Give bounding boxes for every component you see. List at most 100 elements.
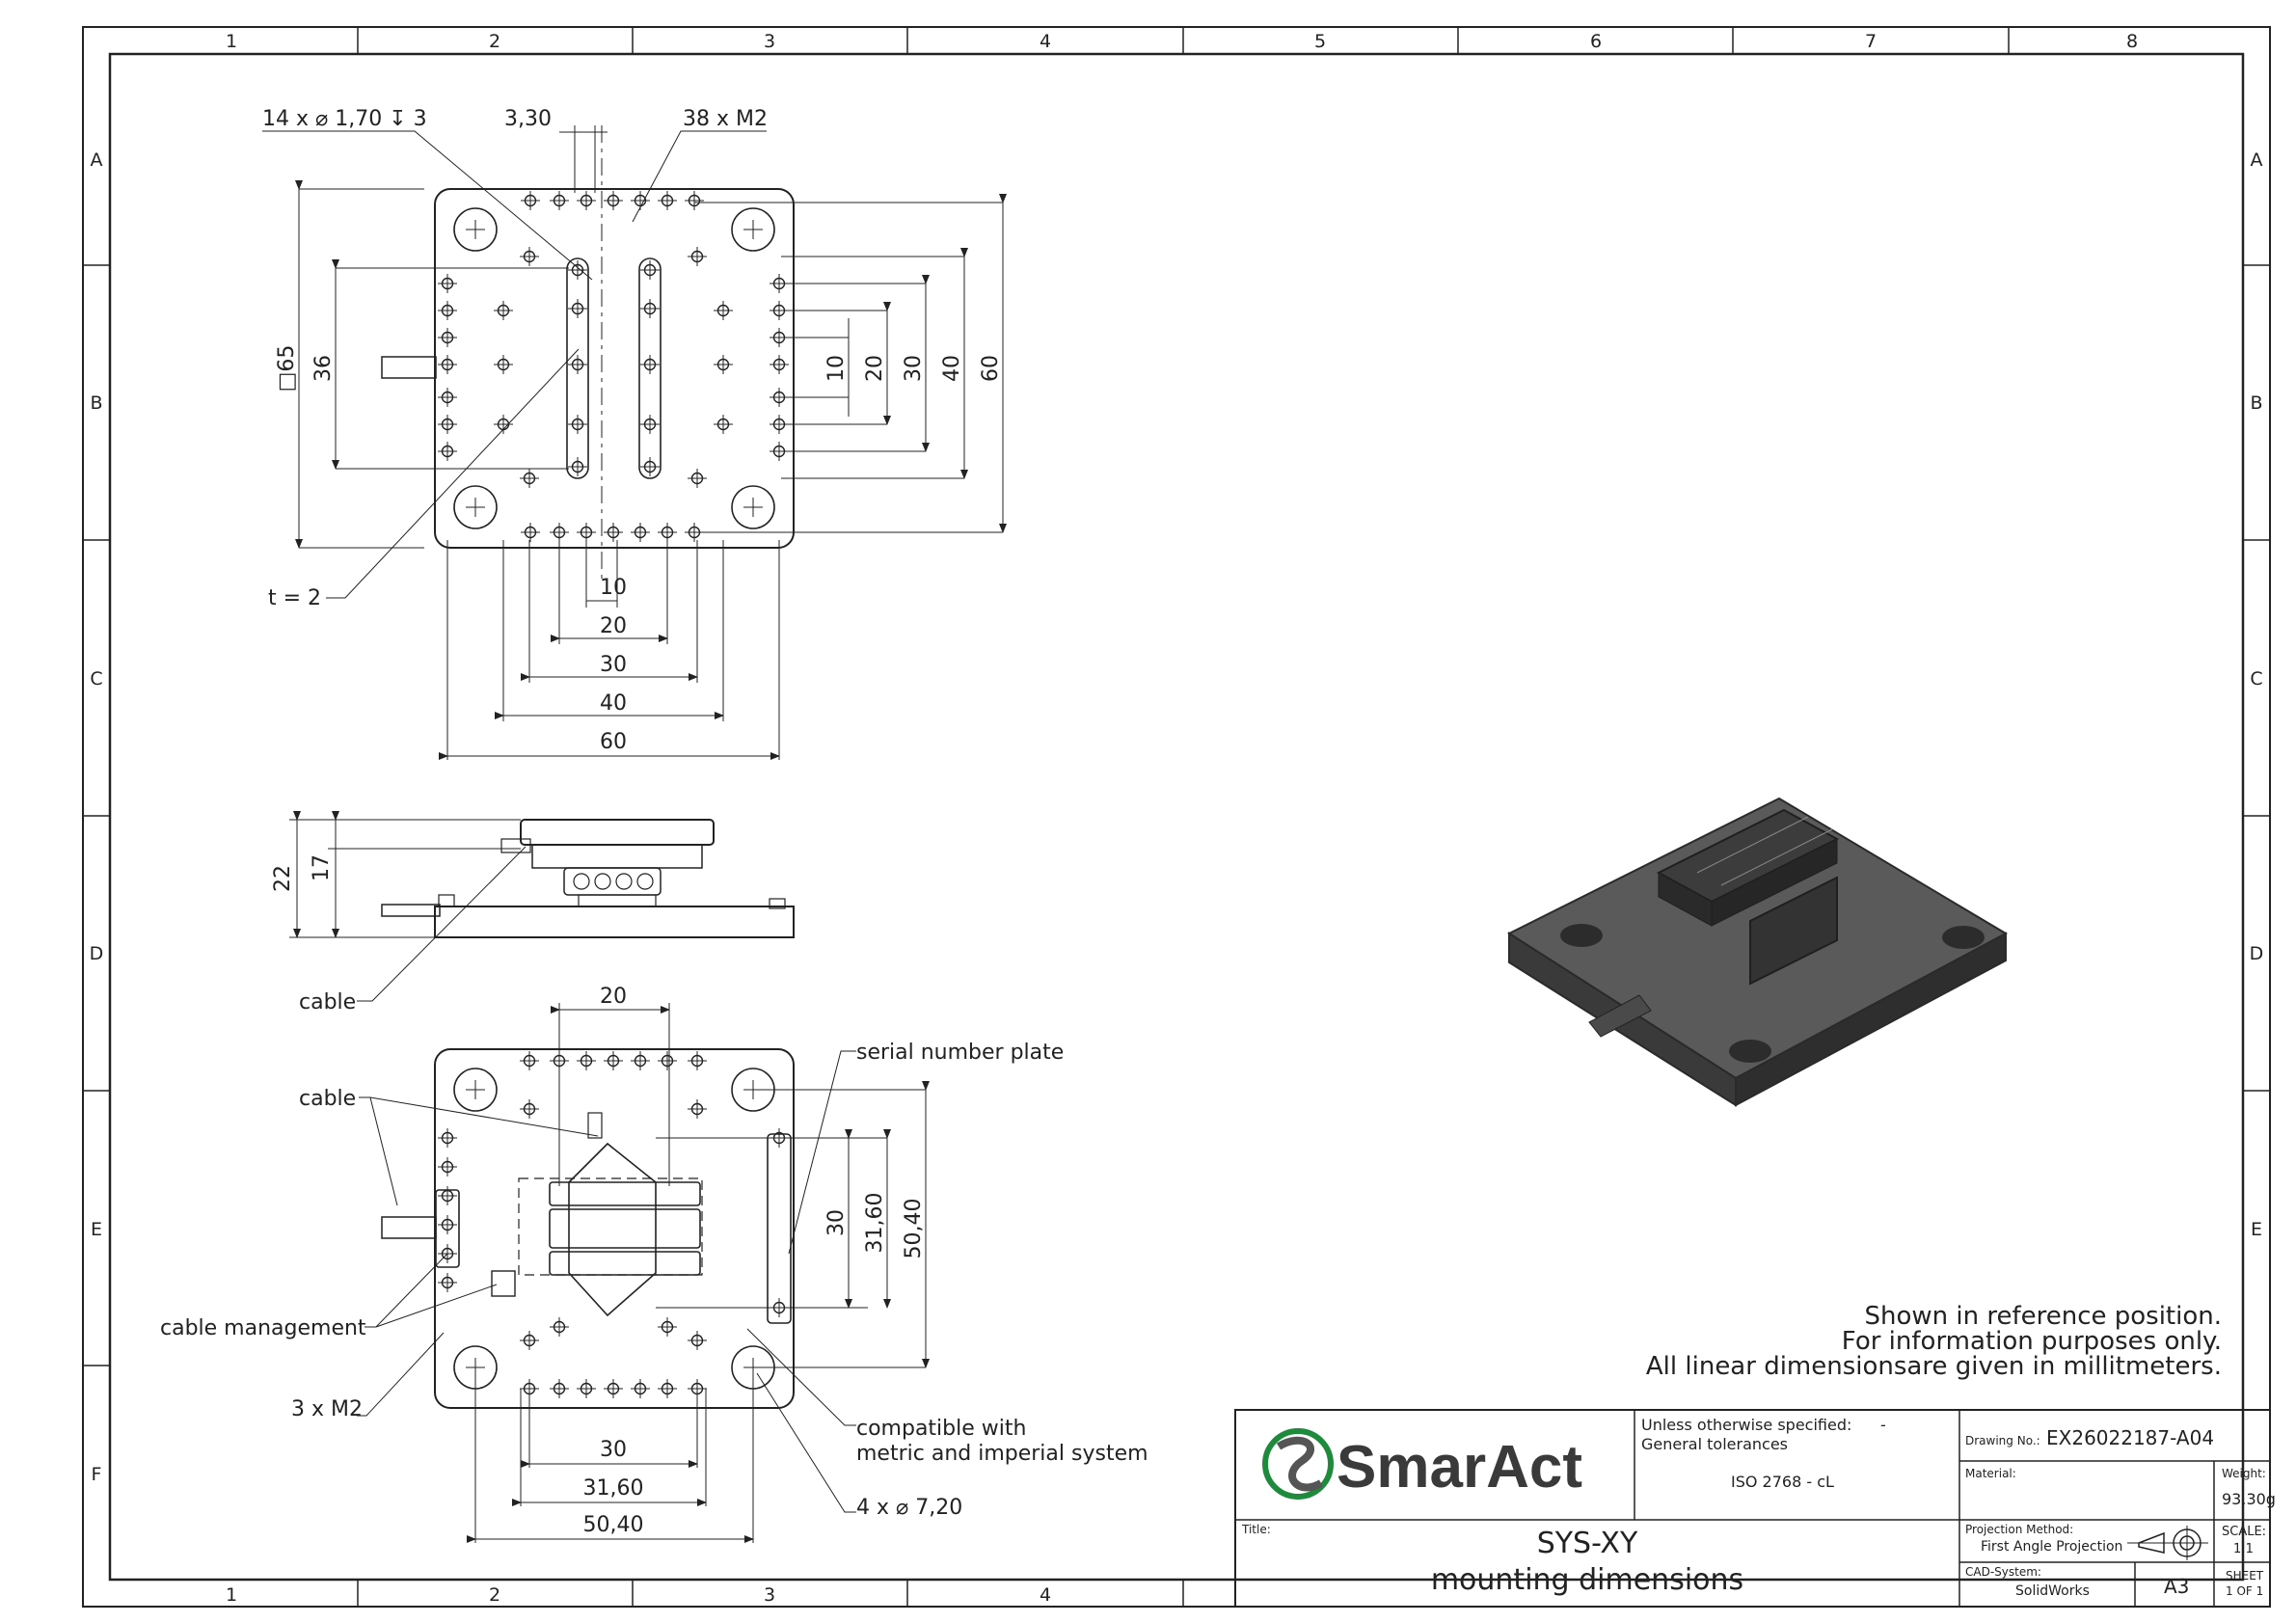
cad-label: CAD-System: xyxy=(1965,1565,2041,1579)
dim-r60: 60 xyxy=(979,355,1003,382)
col-label: 6 xyxy=(1590,31,1602,52)
threads-callout: 3 x M2 xyxy=(291,1397,363,1421)
projection-value: First Angle Projection xyxy=(1981,1539,2122,1555)
mounting-hole xyxy=(549,1316,570,1338)
column-labels-top: 1 2 3 4 5 6 7 8 xyxy=(226,31,2138,52)
mounting-hole xyxy=(687,246,708,267)
dim-b30: 30 xyxy=(600,1438,627,1462)
dim-b40: 40 xyxy=(600,691,627,716)
mounting-hole xyxy=(603,522,624,543)
dim-b5040: 50,40 xyxy=(583,1513,644,1537)
row-label: B xyxy=(2250,392,2262,414)
mounting-hole xyxy=(437,1127,458,1149)
title-label: Title: xyxy=(1241,1523,1271,1536)
mounting-hole xyxy=(437,300,458,321)
mounting-hole xyxy=(493,300,514,321)
top-view: 14 x ⌀ 1,70 ↧ 3 3,30 38 x M2 t = 2 □65 3… xyxy=(262,107,1007,760)
mounting-hole xyxy=(519,1330,540,1351)
title-block xyxy=(1234,1409,2271,1608)
dim-v5040: 50,40 xyxy=(902,1199,926,1259)
col-label: 4 xyxy=(1040,1584,1051,1606)
dim-v30: 30 xyxy=(824,1209,849,1236)
mounting-hole xyxy=(639,259,661,281)
mounting-hole xyxy=(437,1156,458,1177)
dim-r10: 10 xyxy=(824,355,849,382)
mounting-hole xyxy=(639,354,661,375)
dim-b10: 10 xyxy=(600,576,627,600)
holes-callout: 14 x ⌀ 1,70 ↧ 3 xyxy=(262,107,427,131)
material-label: Material: xyxy=(1965,1467,2016,1480)
row-label: A xyxy=(2251,149,2263,171)
mounting-hole xyxy=(437,354,458,375)
mounting-hole xyxy=(567,456,588,477)
side-view-labels: 22 17 cable xyxy=(271,854,356,1014)
row-label: C xyxy=(90,668,102,690)
sheet-frame xyxy=(82,26,2271,1608)
mounting-hole xyxy=(437,441,458,462)
scale-label: SCALE: xyxy=(2222,1525,2266,1539)
cable-label: cable xyxy=(299,990,356,1014)
mounting-hole xyxy=(520,190,541,211)
dim-r20: 20 xyxy=(863,355,887,382)
title-block-text: Unless otherwise specified: - General to… xyxy=(1241,1416,2276,1599)
dim-square: □65 xyxy=(275,345,299,392)
mounting-hole xyxy=(603,190,624,211)
dim-b60: 60 xyxy=(600,730,627,754)
mounting-hole xyxy=(713,354,734,375)
dim-v3160: 31,60 xyxy=(863,1193,887,1254)
offset-label: 3,30 xyxy=(504,107,552,131)
mounting-hole xyxy=(687,1050,708,1071)
tolerance-line-1: Unless otherwise specified: xyxy=(1641,1416,1851,1434)
col-label: 3 xyxy=(764,1584,775,1606)
title-line-2: mounting dimensions xyxy=(1431,1563,1743,1597)
general-notes: Shown in reference position. For informa… xyxy=(1646,1302,2222,1381)
mounting-hole xyxy=(630,522,651,543)
mounting-hole xyxy=(657,522,678,543)
dim-36: 36 xyxy=(311,355,336,382)
mounting-hole xyxy=(687,1098,708,1120)
col-label: 7 xyxy=(1865,31,1877,52)
mounting-hole xyxy=(769,354,790,375)
mounting-hole xyxy=(657,1378,678,1399)
mounting-hole xyxy=(687,468,708,489)
mounting-hole xyxy=(576,190,597,211)
mounting-hole xyxy=(713,300,734,321)
col-label: 3 xyxy=(764,31,775,52)
mounting-hole xyxy=(519,246,540,267)
tolerance-dash: - xyxy=(1880,1416,1886,1434)
drawing-no: EX26022187-A04 xyxy=(2046,1426,2214,1449)
row-label: B xyxy=(90,392,102,414)
compat-line2: metric and imperial system xyxy=(856,1442,1148,1466)
mounting-hole xyxy=(684,190,705,211)
bottom-view-labels: 20 serial number plate cable cable manag… xyxy=(160,985,1148,1537)
mounting-hole xyxy=(437,387,458,408)
first-angle-projection-icon xyxy=(2127,1526,2208,1560)
row-label: E xyxy=(91,1219,102,1240)
title-line-1: SYS-XY xyxy=(1537,1527,1638,1560)
dim-22: 22 xyxy=(271,865,295,892)
mounting-hole xyxy=(630,1378,651,1399)
mounting-hole xyxy=(639,414,661,435)
mounting-hole xyxy=(657,1316,678,1338)
holes-callout: 4 x ⌀ 7,20 xyxy=(856,1496,962,1520)
mounting-hole xyxy=(549,1378,570,1399)
mounting-hole xyxy=(639,456,661,477)
mounting-hole xyxy=(519,1050,540,1071)
mounting-hole xyxy=(576,1050,597,1071)
mounting-hole xyxy=(687,1330,708,1351)
mounting-hole xyxy=(437,327,458,348)
row-label: D xyxy=(2250,943,2264,964)
cable-management-label: cable management xyxy=(160,1316,366,1340)
mounting-hole xyxy=(437,1185,458,1206)
col-label: 8 xyxy=(2126,31,2138,52)
mounting-hole xyxy=(630,1050,651,1071)
cad-value: SolidWorks xyxy=(2015,1583,2090,1599)
bottom-view xyxy=(357,1003,930,1543)
mounting-hole xyxy=(576,522,597,543)
sheet-value: 1 OF 1 xyxy=(2226,1584,2263,1598)
col-label: 4 xyxy=(1040,31,1051,52)
note-line-3: All linear dimensionsare given in millit… xyxy=(1646,1352,2222,1381)
cable-label: cable xyxy=(299,1087,356,1111)
smaract-logo: SmarAct xyxy=(1262,1428,1582,1501)
compat-line1: compatible with xyxy=(856,1417,1026,1441)
